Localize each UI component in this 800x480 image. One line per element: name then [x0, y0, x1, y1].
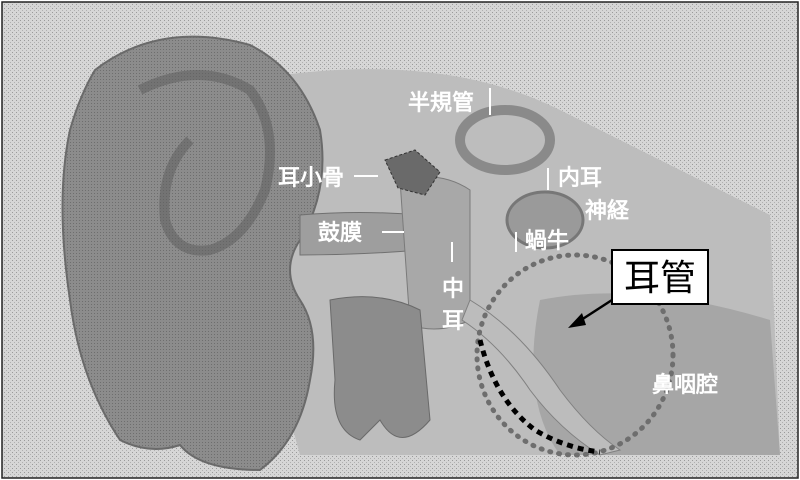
- label-cochlea: 蝸牛: [525, 228, 569, 254]
- label-middle-ear-1: 中: [442, 277, 464, 302]
- label-eardrum: 鼓膜: [318, 221, 362, 246]
- label-ossicles: 耳小骨: [278, 166, 344, 191]
- label-semicircular-canals: 半規管: [408, 90, 474, 116]
- label-nerve: 神経: [585, 198, 630, 224]
- label-nasopharynx: 鼻咽腔: [652, 372, 718, 398]
- styloid-structures: [330, 297, 430, 440]
- label-middle-ear-2: 耳: [442, 309, 464, 334]
- label-eustachian-tube: 耳管: [624, 258, 696, 299]
- label-inner-ear: 内耳: [558, 166, 602, 191]
